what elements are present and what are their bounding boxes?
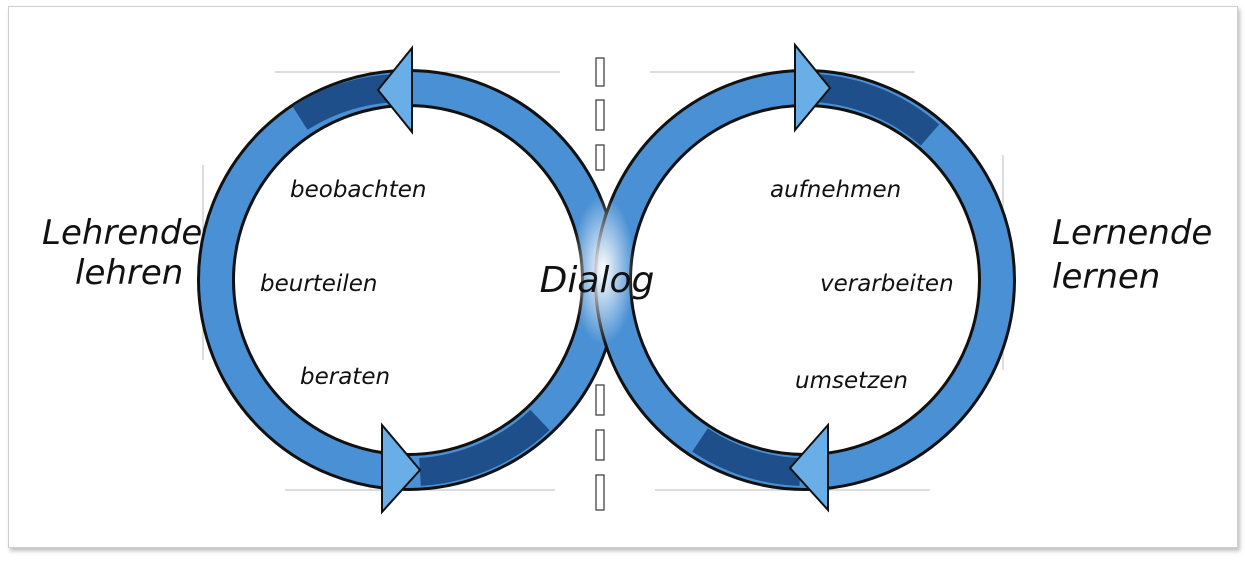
center-label: Dialog (540, 260, 655, 301)
center-divider (595, 57, 605, 511)
left-loop-item: beobachten (290, 177, 426, 203)
right-side-subtitle: lernen (1052, 257, 1160, 297)
arrow-left-top-icon (376, 45, 413, 135)
right-loop-item: umsetzen (795, 368, 908, 394)
center-glow (571, 195, 635, 345)
arrow-right-bottom-icon (788, 422, 829, 513)
left-side-title: Lehrende (42, 213, 202, 253)
arrow-left-bottom-icon (381, 422, 422, 515)
right-loop-item: aufnehmen (770, 177, 901, 203)
left-loop-item: beurteilen (260, 271, 377, 297)
right-side-title: Lernende (1052, 213, 1212, 253)
left-loop-item: beraten (300, 364, 390, 390)
left-side-subtitle: lehren (75, 253, 183, 293)
arrow-right-top-icon (794, 42, 832, 133)
right-loop-item: verarbeiten (820, 271, 954, 297)
